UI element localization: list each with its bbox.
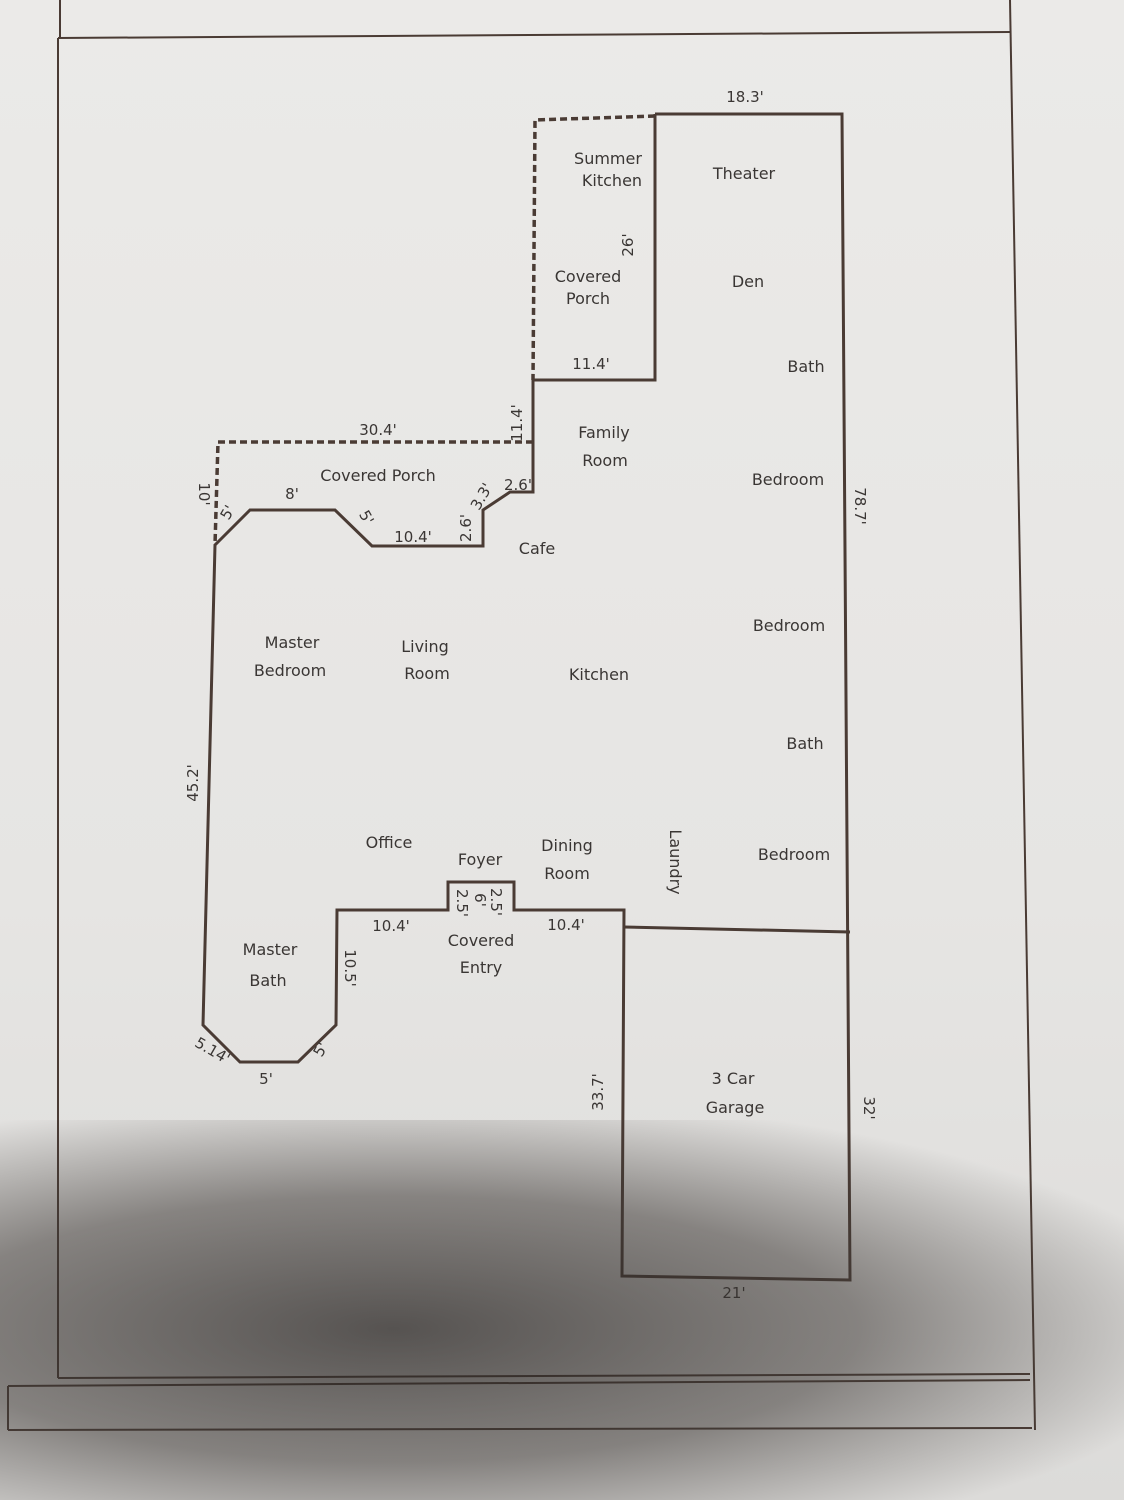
room-kitchen: Kitchen [569,665,629,684]
room-summer-kitchen-line2: Kitchen [582,171,642,190]
room-master-bedroom-line2: Bedroom [254,661,326,680]
garage-wall [623,925,851,934]
room-master-bath-line1: Master [243,940,298,959]
room-family-line2: Room [582,451,628,470]
dim-bay-top: 8' [285,485,299,503]
dim-bath-diag-right: 5' [309,1039,331,1060]
room-office: Office [366,833,413,852]
dim-left-porch-width: 30.4' [359,421,397,439]
border-bottom-line-2 [7,1379,1031,1387]
room-garage-line2: Garage [706,1098,765,1117]
dim-right-height: 78.7' [851,487,869,525]
room-garage-line1: 3 Car [712,1069,755,1088]
room-master-bedroom-line1: Master [265,633,320,652]
room-covered-porch-top-line1: Covered [555,267,622,286]
room-living-line2: Room [404,664,450,683]
room-living-line1: Living [401,637,449,656]
dim-office-bottom: 10.4' [372,917,410,935]
dim-bay-right-diag: 5' [355,507,377,528]
dim-bath-diag-left: 5.14' [192,1033,234,1067]
dim-garage-bottom: 21' [722,1284,745,1302]
room-bedroom-3: Bedroom [758,845,830,864]
room-covered-porch-left: Covered Porch [320,466,436,485]
dim-top-width: 18.3' [726,88,764,106]
room-master-bath-line2: Bath [249,971,286,990]
dim-step-2-6b: 2.6' [504,476,532,494]
room-dining-line2: Room [544,864,590,883]
dim-entry-right: 2.5' [487,888,505,916]
dim-left-height: 45.2' [184,764,202,802]
dim-dining-bottom: 10.4' [547,916,585,934]
dim-porch-step: 11.4' [508,404,526,442]
dim-entry-top: 6' [471,893,489,907]
room-covered-porch-top-line2: Porch [566,289,610,308]
border-bottom-line-3 [7,1427,1033,1431]
border-bottom-line-1 [57,1373,1031,1379]
border-top-line [57,31,1011,39]
dim-garage-right: 32' [860,1096,878,1119]
dim-master-bath-right: 10.5' [341,949,359,987]
dim-porch-bottom: 10.4' [394,528,432,546]
room-den: Den [732,272,764,291]
room-bedroom-2: Bedroom [753,616,825,635]
room-bedroom-1: Bedroom [752,470,824,489]
room-bath-top: Bath [787,357,824,376]
room-covered-entry-line1: Covered [448,931,515,950]
room-theater: Theater [712,164,776,183]
page-border [7,0,1036,1431]
dim-porch-width: 11.4' [572,355,610,373]
left-covered-porch-outline [213,440,533,546]
room-dining-line1: Dining [541,836,593,855]
room-summer-kitchen-line1: Summer [574,149,642,168]
dim-summer-kitchen-height: 26' [619,233,637,256]
dim-bay-left-diag: 5' [216,502,238,523]
room-bath-mid: Bath [786,734,823,753]
border-right-line [1009,0,1036,1431]
dim-left-porch-depth: 10' [195,482,213,505]
dim-bath-bottom: 5' [259,1070,273,1088]
room-laundry: Laundry [666,829,685,894]
dim-step-3-3: 3.3' [467,480,497,513]
dim-step-2-6a: 2.6' [457,514,475,542]
room-cafe: Cafe [519,539,555,558]
room-covered-entry-line2: Entry [460,958,503,977]
exterior-wall [201,112,852,1282]
dim-entry-left: 2.5' [453,889,471,917]
room-foyer: Foyer [458,850,503,869]
room-family-line1: Family [578,423,629,442]
dim-garage-left: 33.7' [589,1073,607,1111]
